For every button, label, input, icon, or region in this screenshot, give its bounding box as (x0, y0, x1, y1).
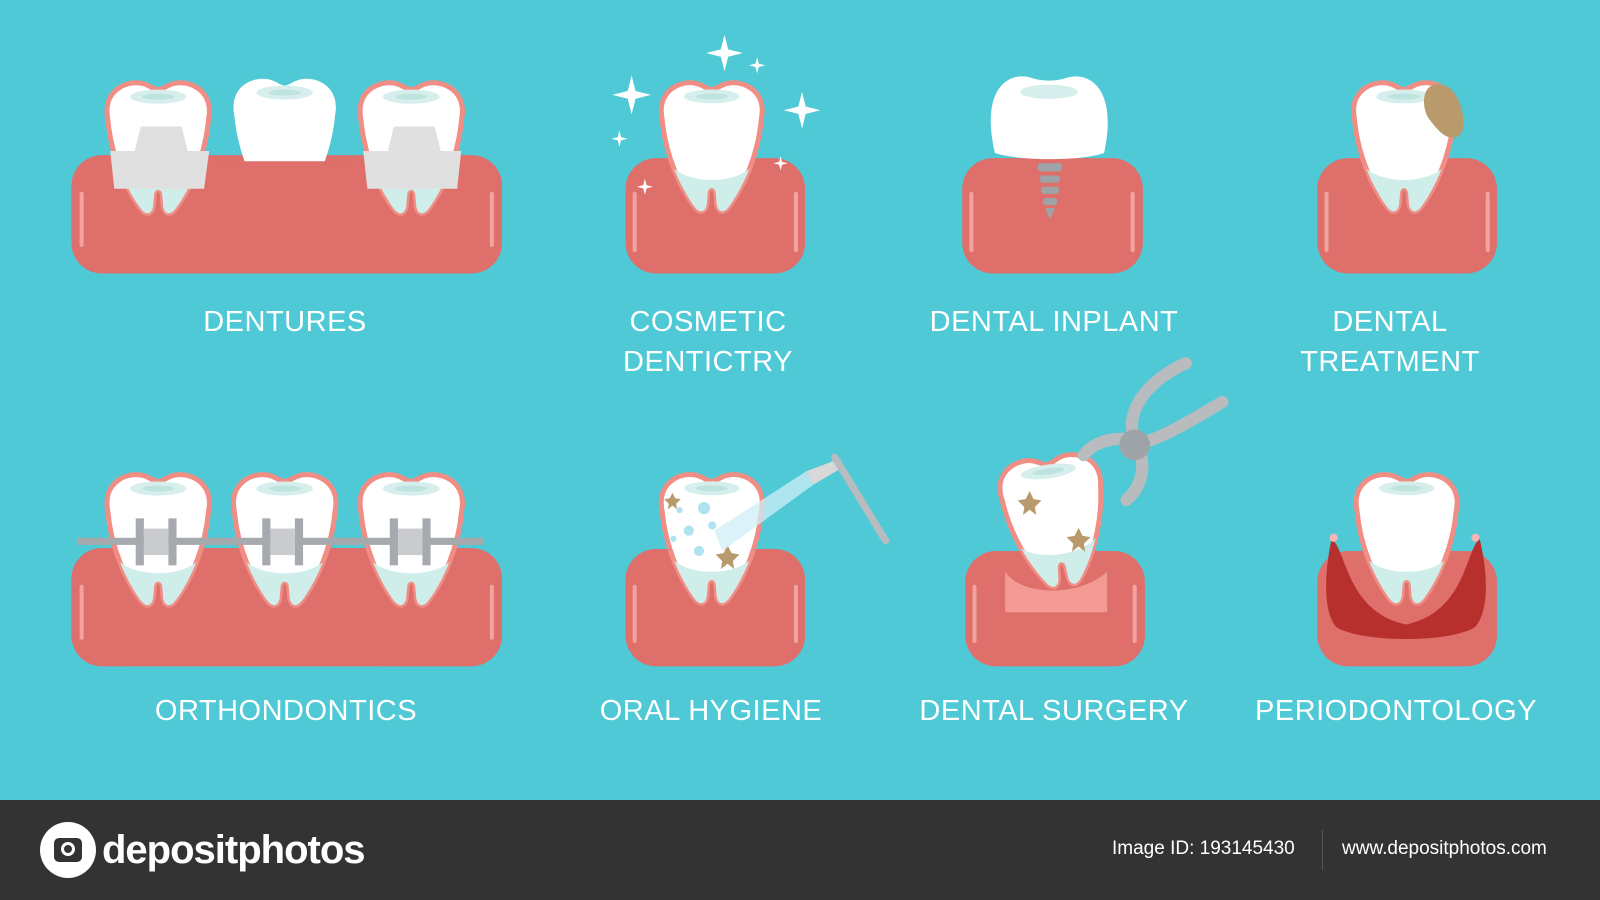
label-treatment-line1: DENTAL (1332, 306, 1448, 338)
hygiene-illustration (625, 453, 890, 667)
cosmetic-illustration (611, 34, 821, 274)
camera-icon (40, 822, 96, 878)
label-cosmetic-line2: DENTICTRY (623, 346, 793, 378)
label-orthodontics: ORTHONDONTICS (154, 695, 418, 727)
label-dentures: DENTURES (203, 306, 367, 338)
label-treatment-line2: TREATMENT (1300, 346, 1480, 378)
surgery-illustration (965, 357, 1229, 667)
site-url: www.depositphotos.com (1342, 838, 1547, 859)
dentures-illustration (71, 78, 503, 274)
illustration (71, 34, 1497, 667)
label-implant: DENTAL INPLANT (929, 306, 1179, 338)
divider (1322, 830, 1323, 870)
logo-text: depositphotos (102, 827, 366, 872)
image-id: Image ID: 193145430 (1112, 838, 1295, 859)
periodontology-illustration (1317, 475, 1497, 667)
orthodontics-illustration (71, 475, 503, 667)
depositphotos-logo: depositphotos (40, 820, 366, 880)
footer-bar: depositphotos Image ID: 193145430 www.de… (0, 800, 1600, 900)
label-periodontology: PERIODONTOLOGY (1254, 695, 1538, 727)
implant-illustration (962, 76, 1143, 274)
treatment-illustration (1317, 83, 1497, 274)
label-surgery: DENTAL SURGERY (919, 695, 1189, 727)
label-cosmetic-line1: COSMETIC (629, 306, 787, 338)
label-hygiene: ORAL HYGIENE (599, 695, 823, 727)
